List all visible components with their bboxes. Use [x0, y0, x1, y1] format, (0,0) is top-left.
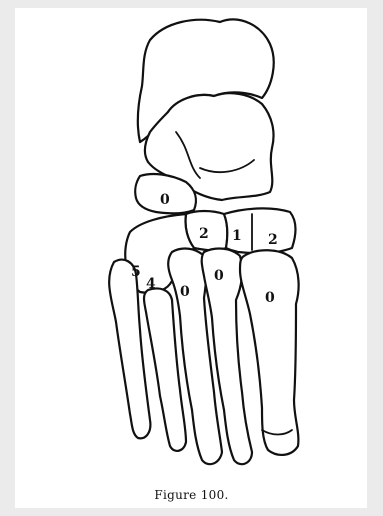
label-middle-cuneiform: 1 — [232, 228, 242, 244]
label-cuboid-5: 5 — [131, 264, 141, 280]
label-cuboid-4: 4 — [146, 276, 156, 292]
label-medial-cuneiform: 2 — [268, 232, 278, 248]
label-navicular: 0 — [160, 192, 170, 208]
label-metatarsal-1-base: 0 — [265, 290, 275, 306]
figure-caption: Figure 100. — [0, 488, 383, 502]
metatarsal-1-bone — [240, 250, 299, 455]
label-lateral-cuneiform: 2 — [199, 226, 209, 242]
label-metatarsal-4-base: 0 — [180, 284, 190, 300]
label-metatarsal-3-base: 0 — [214, 268, 224, 284]
